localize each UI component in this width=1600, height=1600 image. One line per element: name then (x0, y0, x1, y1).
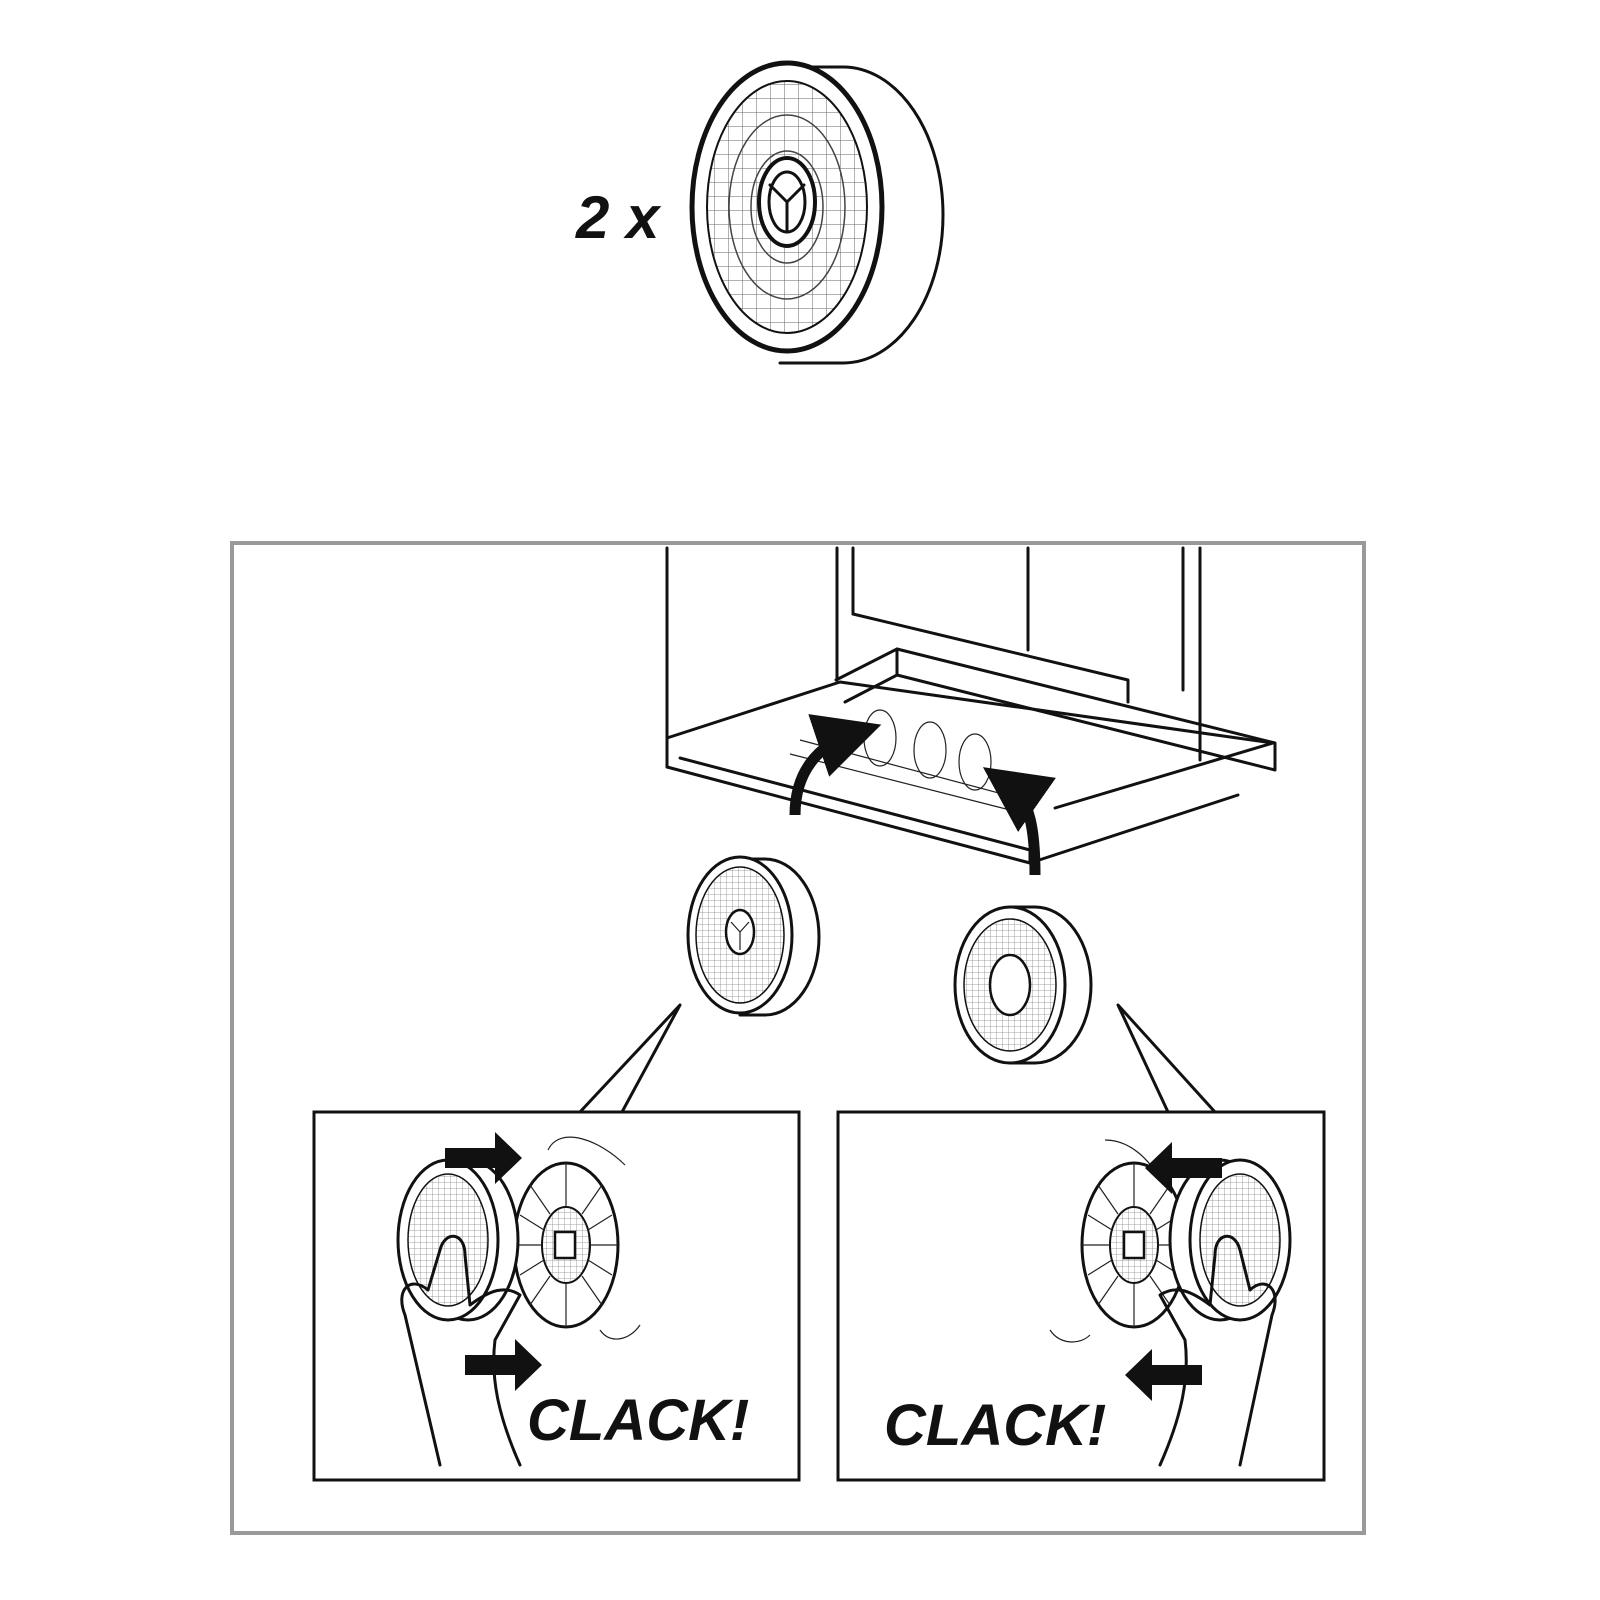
cooker-hood-illustration (665, 546, 1277, 876)
left-callout-box: CLACK! (312, 1110, 801, 1482)
right-callout-pointer (1116, 1003, 1217, 1114)
right-callout-box: CLACK! (836, 1110, 1326, 1482)
filter-being-attached (396, 1158, 520, 1322)
push-arrow-icon (1125, 1349, 1202, 1401)
left-callout-pointer (578, 1003, 682, 1114)
left-filter-illustration (686, 855, 821, 1017)
right-filter-illustration (953, 905, 1093, 1065)
push-arrow-icon (465, 1339, 542, 1391)
clack-label: CLACK! (884, 1393, 1106, 1458)
clack-label: CLACK! (527, 1388, 749, 1453)
quantity-label: 2 x (575, 184, 662, 251)
hand-illustration (400, 1234, 522, 1467)
push-arrow-icon (445, 1132, 522, 1184)
main-panel-frame (230, 541, 1366, 1535)
push-arrow-icon (1145, 1142, 1222, 1194)
hand-illustration (1158, 1234, 1277, 1467)
carbon-filter-icon (689, 60, 945, 365)
filter-being-attached (1168, 1158, 1292, 1322)
quantity-filter-illustration: 2 x (575, 60, 945, 365)
